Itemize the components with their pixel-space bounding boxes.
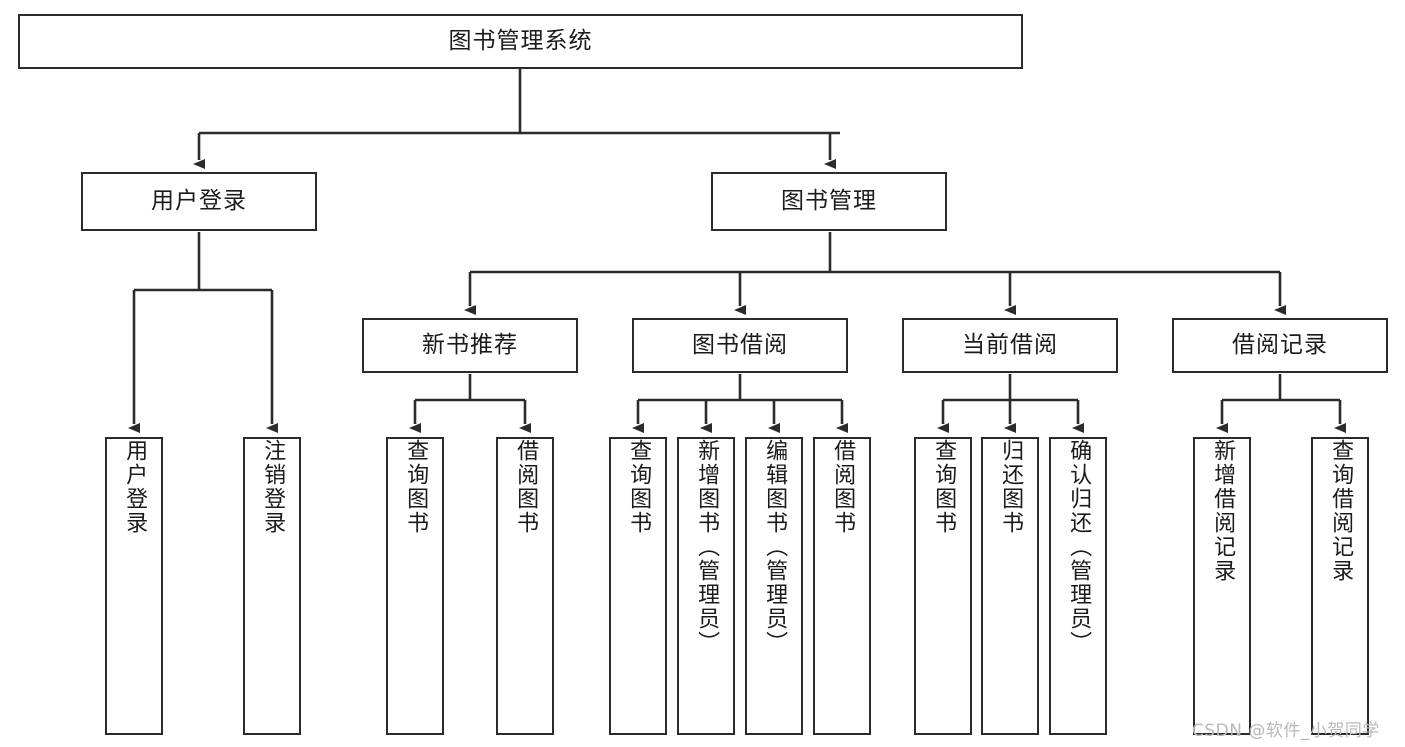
leaf-label: 查询图书: [403, 439, 429, 535]
leaf-label: 借阅图书: [830, 439, 856, 535]
node-borrow-record[interactable]: 借阅记录: [1172, 318, 1388, 373]
node-new-book-recommend[interactable]: 新书推荐: [362, 318, 578, 373]
leaf-label: 归还图书: [998, 439, 1024, 535]
node-current-borrow-label: 当前借阅: [962, 331, 1058, 358]
leaf-label: 注销登录: [260, 439, 286, 535]
node-book-borrow[interactable]: 图书借阅: [632, 318, 848, 373]
leaf-label: 借阅图书: [513, 439, 539, 535]
leaf-label: 查询借阅记录: [1328, 439, 1354, 583]
leaf-borrow-add-book[interactable]: 新增图书（管理员）: [677, 437, 735, 735]
leaf-label: 确认归还（管理员）: [1066, 439, 1092, 655]
leaf-borrow-borrow-book[interactable]: 借阅图书: [813, 437, 871, 735]
leaf-label: 新增借阅记录: [1210, 439, 1236, 583]
csdn-watermark: CSDN @软件_小贺同学: [1192, 721, 1380, 741]
leaf-borrow-edit-book[interactable]: 编辑图书（管理员）: [745, 437, 803, 735]
node-borrow-record-label: 借阅记录: [1232, 331, 1328, 358]
node-book-management-label: 图书管理: [781, 187, 877, 214]
leaf-label: 用户登录: [122, 439, 148, 535]
node-user-login[interactable]: 用户登录: [81, 172, 317, 231]
node-book-borrow-label: 图书借阅: [692, 331, 788, 358]
node-book-management[interactable]: 图书管理: [711, 172, 947, 231]
leaf-label: 查询图书: [626, 439, 652, 535]
leaf-new-book-borrow[interactable]: 借阅图书: [496, 437, 554, 735]
leaf-new-book-query[interactable]: 查询图书: [386, 437, 444, 735]
leaf-user-login-logout[interactable]: 注销登录: [243, 437, 301, 735]
leaf-current-confirm-return[interactable]: 确认归还（管理员）: [1049, 437, 1107, 735]
leaf-label: 编辑图书（管理员）: [762, 439, 788, 655]
node-root[interactable]: 图书管理系统: [18, 14, 1023, 69]
leaf-record-add-record[interactable]: 新增借阅记录: [1193, 437, 1251, 735]
leaf-user-login-login[interactable]: 用户登录: [105, 437, 163, 735]
leaf-record-query-record[interactable]: 查询借阅记录: [1311, 437, 1369, 735]
node-new-book-recommend-label: 新书推荐: [422, 331, 518, 358]
node-root-label: 图书管理系统: [448, 27, 593, 54]
node-current-borrow[interactable]: 当前借阅: [902, 318, 1118, 373]
leaf-label: 新增图书（管理员）: [694, 439, 720, 655]
leaf-current-query-book[interactable]: 查询图书: [914, 437, 972, 735]
leaf-current-return-book[interactable]: 归还图书: [981, 437, 1039, 735]
leaf-label: 查询图书: [931, 439, 957, 535]
leaf-borrow-query-book[interactable]: 查询图书: [609, 437, 667, 735]
node-user-login-label: 用户登录: [151, 187, 247, 214]
